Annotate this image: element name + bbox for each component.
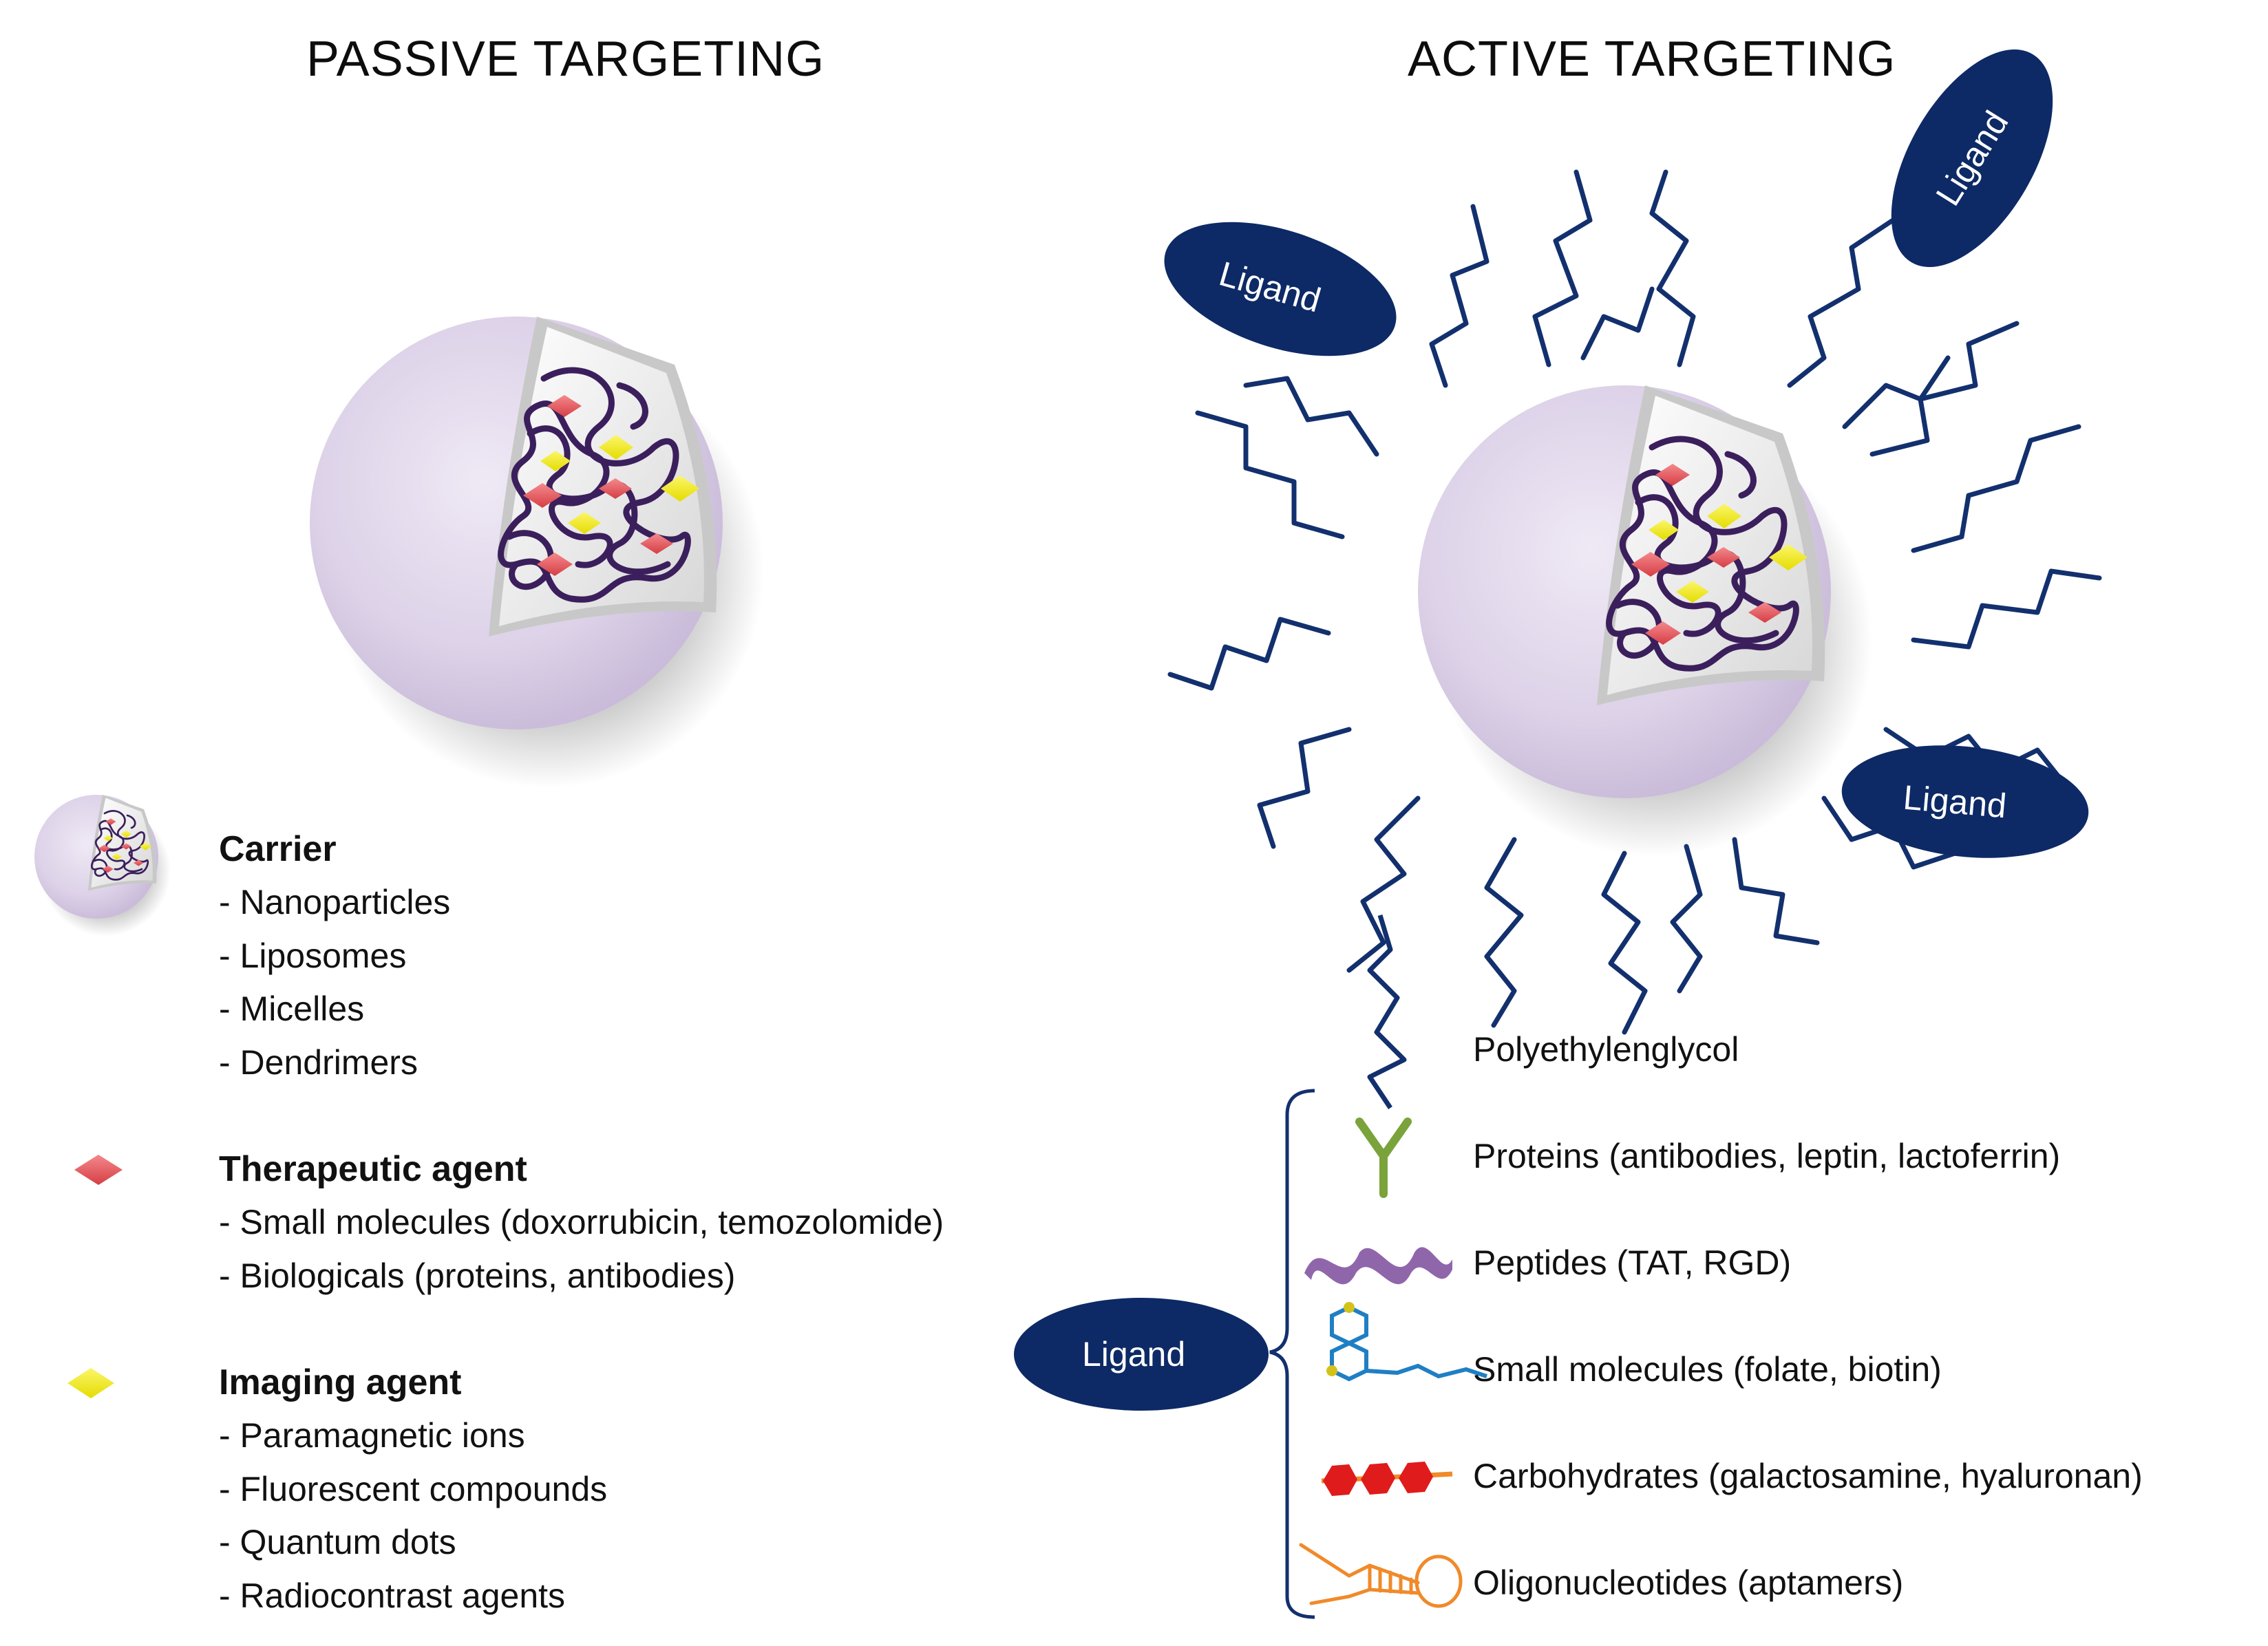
imaging-agent-title: Imaging agent (219, 1362, 462, 1402)
ligand-type-label: Proteins (antibodies, leptin, lactoferri… (1473, 1137, 2061, 1175)
ligand-label: Ligand (1082, 1335, 1186, 1374)
carrier-item: - Micelles (219, 990, 365, 1028)
imaging-item: - Radiocontrast agents (219, 1576, 566, 1615)
peg-icon (1367, 914, 1407, 1109)
imaging-item: - Fluorescent compounds (219, 1470, 608, 1508)
active-carrier (1418, 385, 1872, 857)
peg-label: Polyethylenglycol (1473, 1030, 1739, 1069)
therapeutic-agent-icon (74, 1155, 123, 1185)
ligand-type-label: Peptides (TAT, RGD) (1473, 1243, 1792, 1282)
active-targeting-title: ACTIVE TARGETING (1408, 32, 1896, 87)
legend-carrier-icon (33, 793, 172, 937)
antibody-icon (1355, 1118, 1412, 1198)
ligand-type-label: Carbohydrates (galactosamine, hyaluronan… (1473, 1457, 2143, 1495)
imaging-agent-icon (67, 1368, 114, 1398)
ligand-shapes (1014, 49, 2089, 1411)
imaging-item: - Paramagnetic ions (219, 1416, 525, 1455)
ligand-brace (1269, 1089, 1315, 1619)
ligand-label: Ligand (1901, 778, 2009, 826)
passive-targeting-title: PASSIVE TARGETING (306, 32, 825, 87)
imaging-item: - Quantum dots (219, 1523, 456, 1561)
aptamer-icon (1299, 1543, 1463, 1608)
passive-carrier (310, 317, 764, 788)
therapeutic-agent-title: Therapeutic agent (219, 1149, 527, 1189)
carrier-item: - Liposomes (219, 937, 407, 975)
therapeutic-item: - Small molecules (doxorrubicin, temozol… (219, 1203, 944, 1241)
carbohydrate-icon (1321, 1462, 1453, 1496)
carrier-item: - Nanoparticles (219, 883, 451, 921)
ligand-type-label: Small molecules (folate, biotin) (1473, 1350, 1942, 1389)
carrier-item: - Dendrimers (219, 1043, 418, 1082)
peg-corona (1167, 169, 2102, 1035)
therapeutic-item: - Biologicals (proteins, antibodies) (219, 1257, 736, 1295)
small-molecule-icon (1330, 1305, 1487, 1382)
helix-peptide-icon (1304, 1247, 1452, 1285)
ligand-type-label: Oligonucleotides (aptamers) (1473, 1563, 1904, 1602)
carrier-title: Carrier (219, 829, 337, 869)
